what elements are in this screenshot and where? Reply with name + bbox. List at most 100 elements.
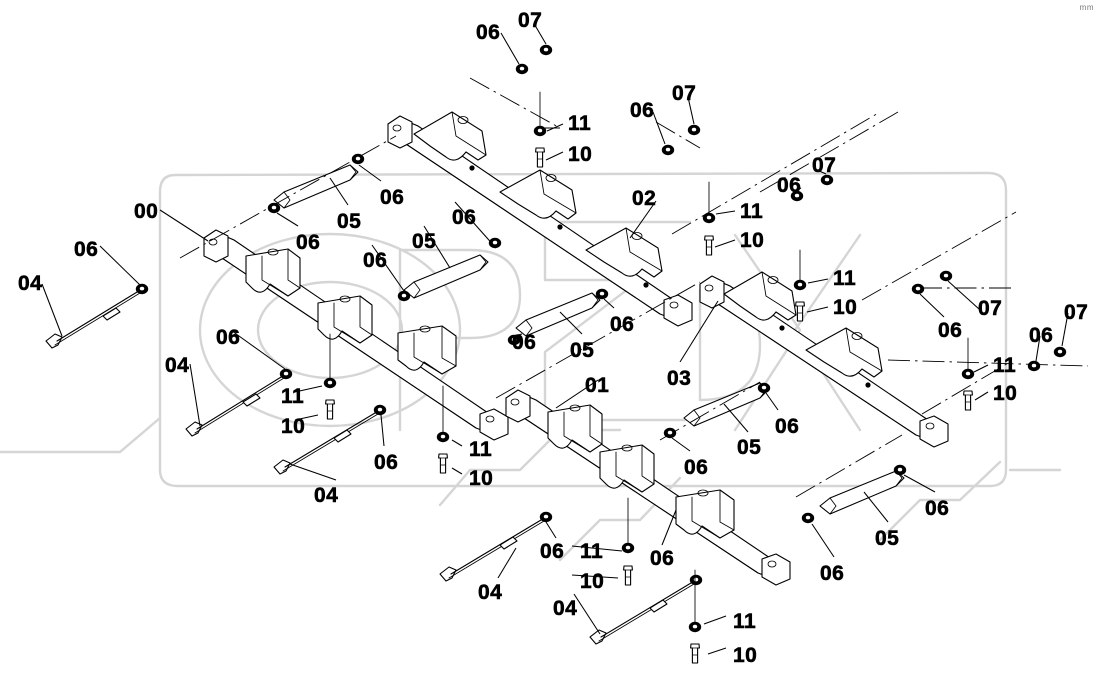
bolt-10	[795, 301, 805, 322]
callout-label: 06	[775, 415, 800, 438]
washer-06	[515, 63, 529, 75]
pin-05	[515, 292, 601, 337]
corner-unit-mark: mm	[1079, 3, 1094, 12]
pin-05	[403, 254, 489, 299]
callout-label: 11	[740, 200, 764, 223]
callout-label: 05	[570, 339, 595, 362]
washer-06	[757, 382, 771, 394]
grouser-bar-03	[699, 271, 949, 448]
callout-label: 11	[469, 438, 493, 461]
long-bolt-04	[45, 288, 143, 349]
callout-label: 06	[476, 21, 501, 44]
callout-label: 06	[296, 231, 321, 254]
washer-06	[893, 464, 907, 476]
callout-label: 05	[337, 210, 362, 233]
washer-06	[373, 404, 387, 416]
callout-label: 06	[777, 174, 802, 197]
pin-05	[273, 164, 359, 209]
callout-label: 07	[1064, 301, 1089, 324]
leader-lines	[41, 26, 1069, 655]
callout-label: 10	[469, 467, 494, 490]
callout-label: 04	[478, 581, 503, 604]
callout-label: 05	[412, 230, 437, 253]
callout-label: 10	[580, 570, 605, 593]
callout-label: 06	[820, 562, 845, 585]
washer-06	[135, 283, 149, 295]
bolt-10	[704, 235, 714, 256]
callout-label: 06	[363, 249, 388, 272]
washer-06	[539, 511, 553, 523]
washer-06	[1027, 360, 1041, 372]
callout-label: 04	[314, 484, 339, 507]
callout-label: 10	[733, 644, 758, 667]
callout-label: 03	[667, 367, 692, 390]
callout-label: 11	[580, 540, 604, 563]
callout-label: 06	[452, 206, 477, 229]
long-bolt-04-group	[45, 288, 697, 645]
washer-06	[911, 283, 925, 295]
callout-label: 06	[216, 326, 241, 349]
centerlines	[179, 77, 1089, 498]
callout-label: 06	[512, 331, 537, 354]
washer-11	[621, 542, 635, 554]
bolt-07-head	[539, 44, 553, 56]
long-bolt-04	[185, 373, 287, 437]
callout-label: 07	[672, 82, 697, 105]
callout-label: 04	[165, 354, 190, 377]
watermark-opex	[0, 171, 1062, 562]
callout-label: 11	[993, 354, 1017, 377]
long-bolt-04	[273, 409, 381, 475]
callout-label: 07	[978, 297, 1003, 320]
callout-label: 00	[134, 200, 159, 223]
washer-06	[267, 202, 281, 214]
washer-06	[595, 288, 609, 300]
washer-11-and-bolt-10-group	[323, 91, 975, 664]
washer-11	[323, 377, 337, 389]
callout-label: 06	[374, 451, 399, 474]
callout-label: 11	[733, 610, 757, 633]
callout-label: 11	[833, 267, 857, 290]
bolt-10	[623, 565, 633, 586]
callout-label: 04	[553, 597, 578, 620]
callout-label: 11	[281, 385, 305, 408]
washer-06	[663, 427, 677, 439]
callout-label: 06	[1029, 324, 1054, 347]
pin-05-group	[273, 164, 905, 515]
washer-06	[351, 153, 365, 165]
washer-06	[801, 512, 815, 524]
callout-label: 06	[650, 547, 675, 570]
callout-label: 06	[938, 319, 963, 342]
washer-11	[436, 431, 450, 443]
pin-05	[819, 470, 905, 515]
callout-label: 01	[585, 374, 610, 397]
washer-06	[279, 368, 293, 380]
callout-label: 06	[610, 313, 635, 336]
grouser-bar-02	[387, 111, 693, 327]
bolt-10	[535, 147, 545, 168]
bolt-10	[438, 453, 448, 474]
callout-label: 10	[281, 415, 306, 438]
bolt-10	[690, 643, 700, 664]
callout-label: 06	[380, 186, 405, 209]
bolt-07-head	[687, 124, 701, 136]
callout-label: 06	[74, 238, 99, 261]
washer-11	[533, 125, 547, 137]
washer-11	[688, 621, 702, 633]
bolt-10	[325, 399, 335, 420]
callout-label: 05	[737, 436, 762, 459]
washer-06	[689, 574, 703, 586]
grouser-bar-01	[505, 389, 791, 586]
bolt-07-head	[939, 270, 953, 282]
callout-label: 10	[568, 143, 593, 166]
callout-label: 04	[18, 272, 43, 295]
callout-label: 05	[875, 527, 900, 550]
callout-label: 06	[540, 540, 565, 563]
pin-05	[683, 382, 769, 427]
callout-label: 02	[632, 187, 657, 210]
callout-label: 07	[518, 9, 543, 32]
grouser-bar-00	[203, 229, 509, 441]
washer-06	[397, 290, 411, 302]
callout-label: 10	[993, 382, 1018, 405]
